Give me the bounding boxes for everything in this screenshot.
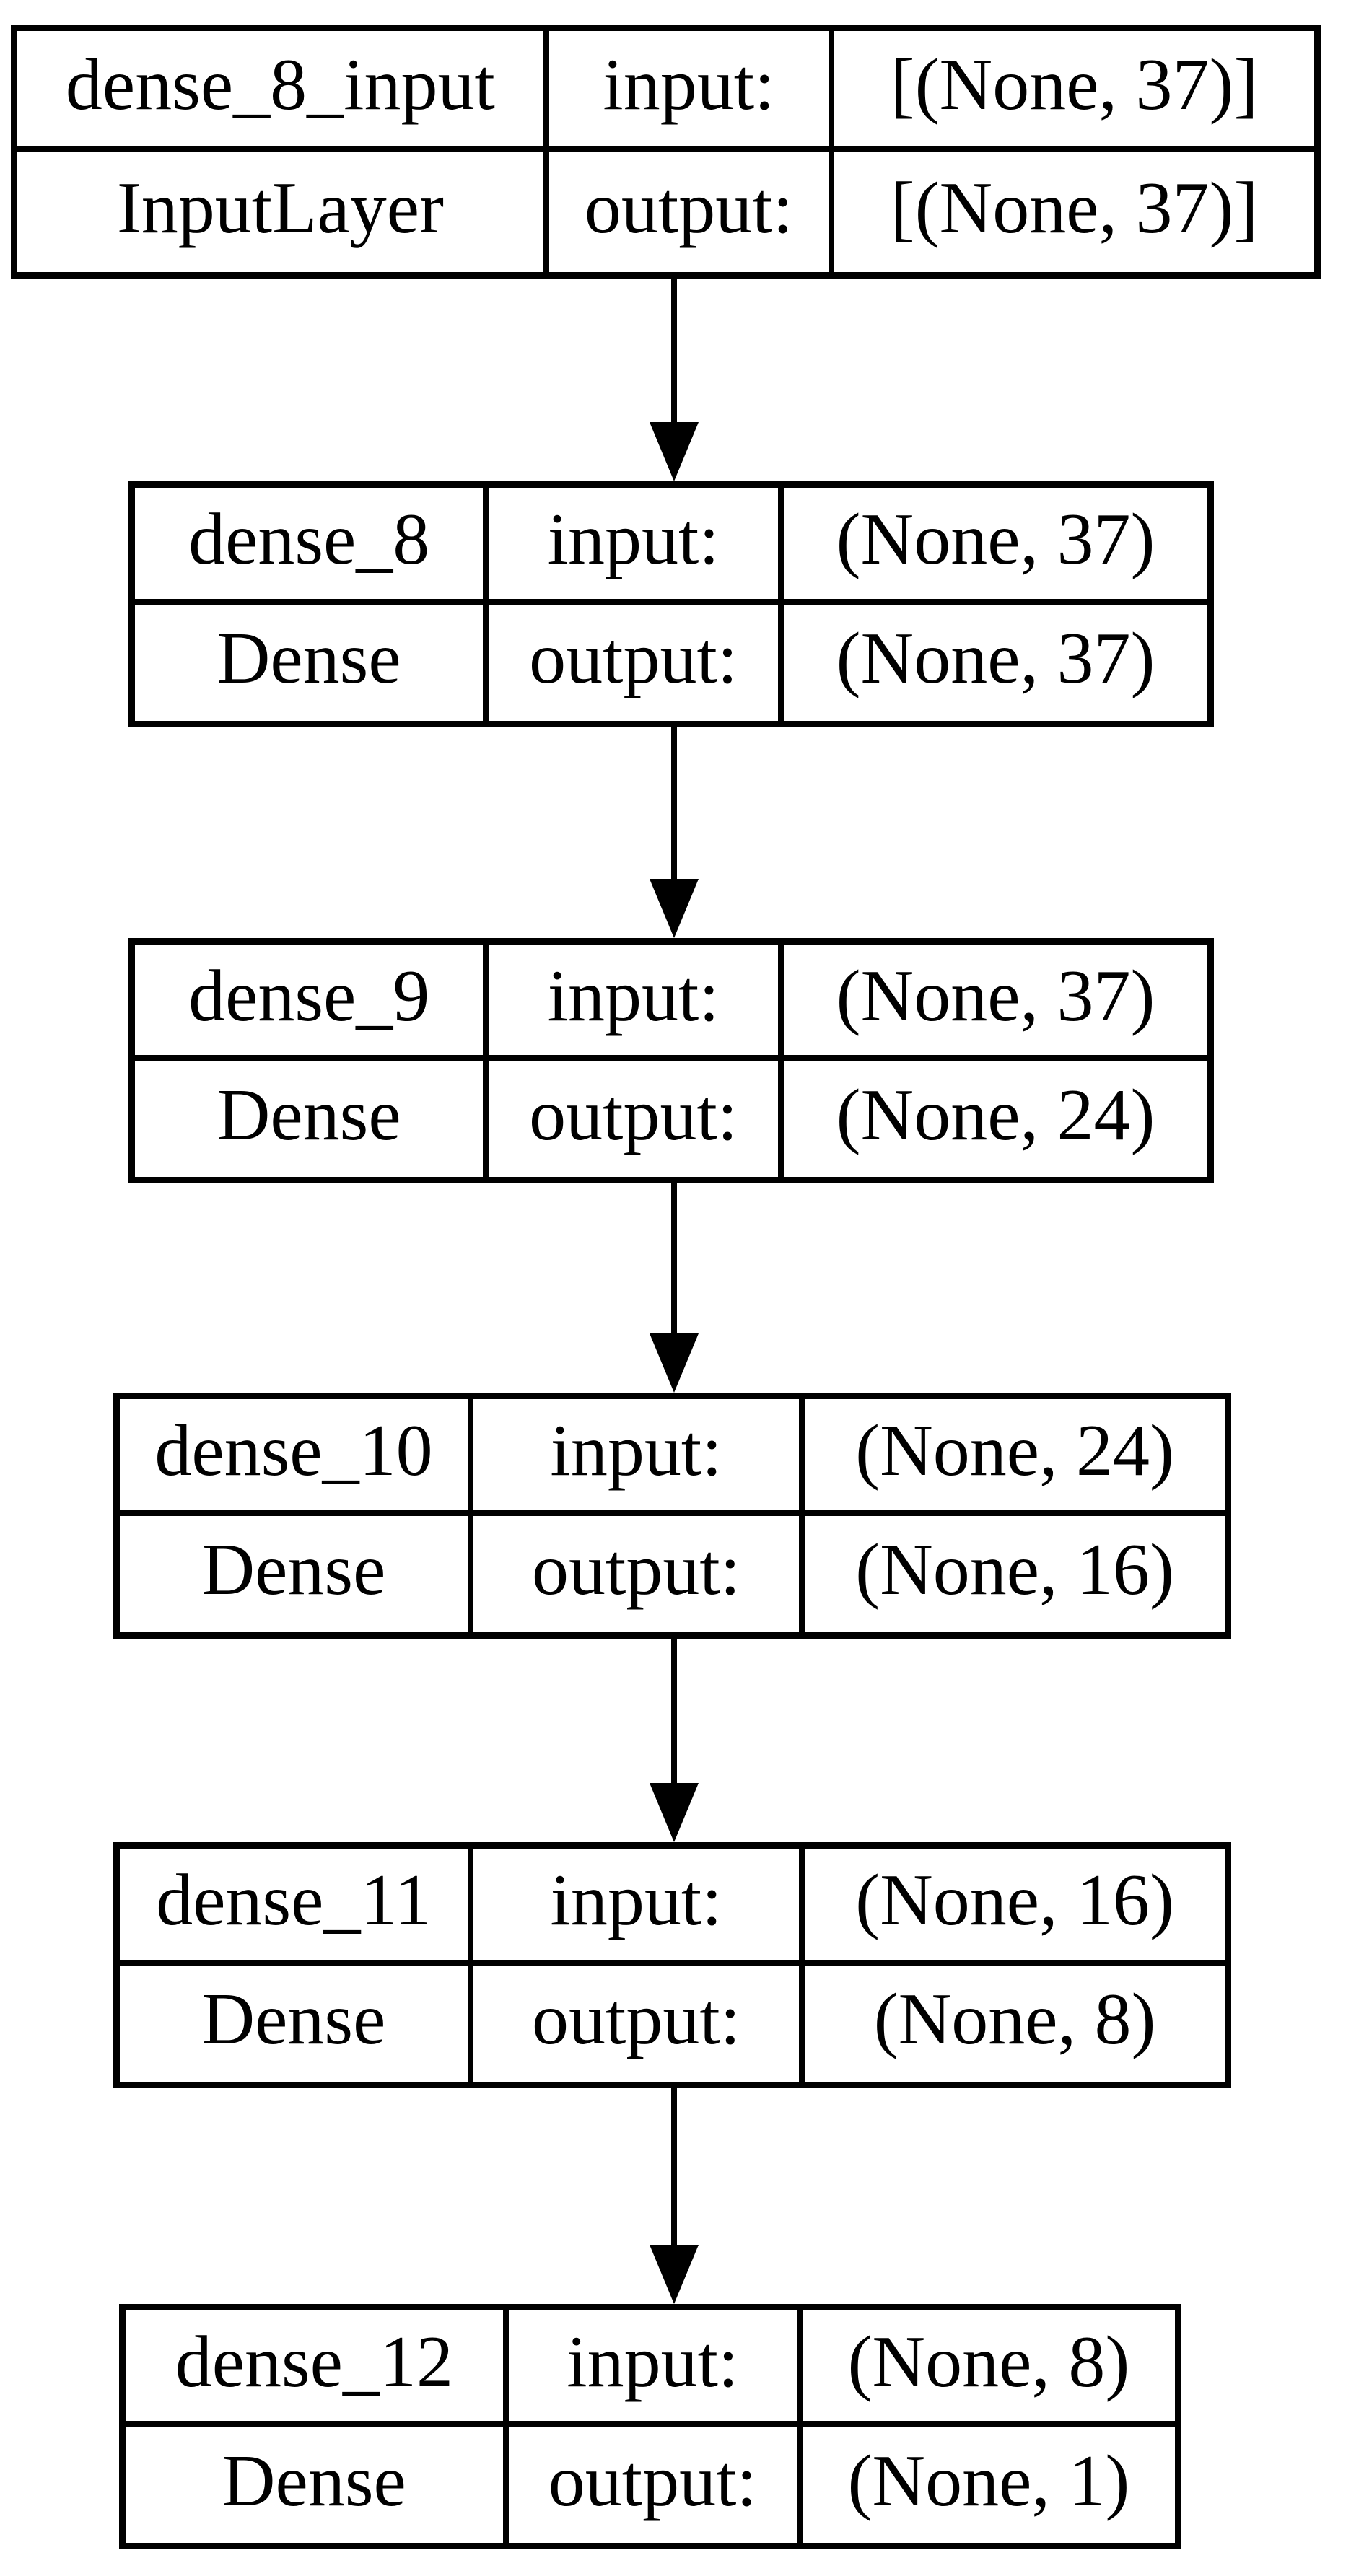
output-label: output: xyxy=(489,604,784,721)
edge-arrowhead-icon xyxy=(650,2245,699,2304)
layer-output-shape: (None, 1) xyxy=(847,2440,1130,2522)
layer-type: Dense xyxy=(126,2427,509,2543)
layer-output-shape: (None, 37) xyxy=(836,618,1155,700)
layer-name: dense_8 xyxy=(135,488,489,605)
layer-name: dense_11 xyxy=(120,1849,473,1966)
layer-name: dense_9 xyxy=(135,945,489,1061)
layer-node-dense_8_input: dense_8_input input: [(None, 37)] InputL… xyxy=(11,25,1321,279)
edge-arrowhead-icon xyxy=(650,879,699,938)
edge-line xyxy=(671,724,677,879)
input-label: input: xyxy=(508,2310,803,2427)
layer-type: InputLayer xyxy=(17,152,549,272)
layer-input-shape: (None, 16) xyxy=(805,1849,1225,1966)
input-label: input: xyxy=(548,31,835,152)
input-label: input: xyxy=(473,1849,805,1966)
output-label: output: xyxy=(489,1061,784,1177)
layer-node-dense_11: dense_11 input: (None, 16) Dense output:… xyxy=(113,1842,1231,2088)
layer-name: dense_8_input xyxy=(17,31,549,152)
layer-node-dense_10: dense_10 input: (None, 24) Dense output:… xyxy=(113,1393,1231,1639)
layer-output-shape: (None, 8) xyxy=(873,1979,1156,2061)
edge-line xyxy=(671,276,677,422)
layer-type: Dense xyxy=(120,1515,473,1632)
layer-type: Dense xyxy=(135,604,489,721)
layer-node-dense_9: dense_9 input: (None, 37) Dense output: … xyxy=(128,938,1214,1183)
layer-input-shape: [(None, 37)] xyxy=(834,31,1314,152)
input-label: input: xyxy=(489,945,784,1061)
layer-output-shape: (None, 24) xyxy=(836,1074,1155,1156)
layer-node-dense_12: dense_12 input: (None, 8) Dense output: … xyxy=(119,2304,1181,2549)
edge-line xyxy=(671,1180,677,1333)
input-label: input: xyxy=(473,1399,805,1516)
edge-arrowhead-icon xyxy=(650,422,699,481)
layer-output-shape: [(None, 37)] xyxy=(890,167,1259,249)
layer-input-shape: (None, 24) xyxy=(805,1399,1225,1516)
layer-name: dense_10 xyxy=(120,1399,473,1516)
edge-arrowhead-icon xyxy=(650,1783,699,1842)
layer-type: Dense xyxy=(135,1061,489,1177)
input-label: input: xyxy=(489,488,784,605)
layer-output-shape: (None, 16) xyxy=(855,1529,1175,1611)
edge-arrowhead-icon xyxy=(650,1333,699,1393)
output-label: output: xyxy=(549,152,835,272)
edge-line xyxy=(671,2085,677,2245)
output-label: output: xyxy=(473,1965,805,2082)
output-label: output: xyxy=(509,2427,803,2543)
edge-line xyxy=(671,1636,677,1783)
output-label: output: xyxy=(473,1515,805,1632)
layer-node-dense_8: dense_8 input: (None, 37) Dense output: … xyxy=(128,481,1214,727)
layer-input-shape: (None, 37) xyxy=(784,945,1207,1061)
layer-type: Dense xyxy=(120,1965,473,2082)
layer-input-shape: (None, 8) xyxy=(802,2310,1175,2427)
layer-name: dense_12 xyxy=(126,2310,509,2427)
layer-input-shape: (None, 37) xyxy=(784,488,1207,605)
